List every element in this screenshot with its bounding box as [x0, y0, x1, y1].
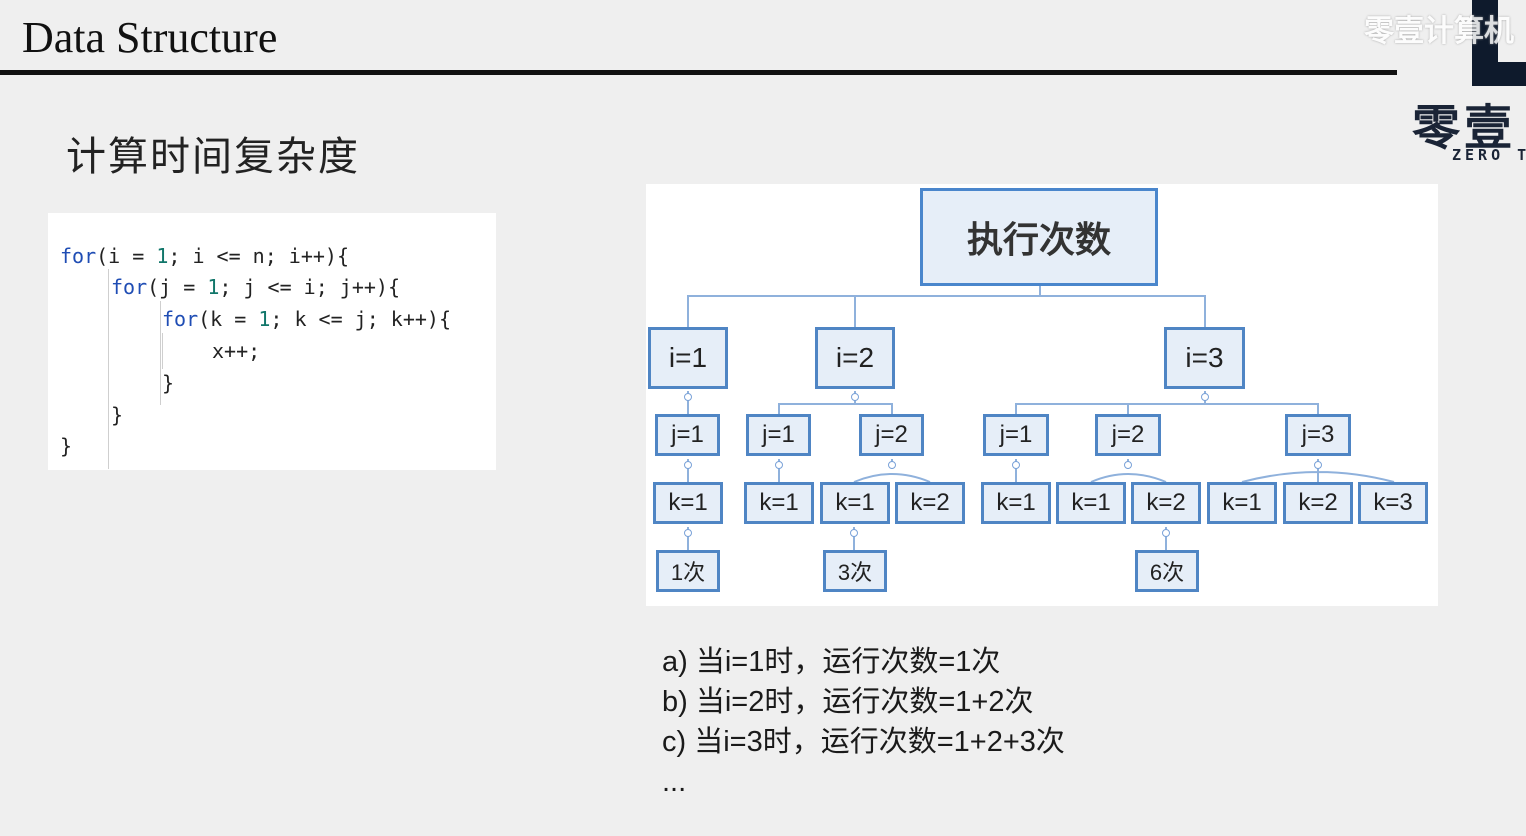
node-count: 3次 — [823, 550, 887, 592]
node-j: j=1 — [983, 414, 1049, 456]
node-i-2: i=2 — [815, 327, 895, 389]
node-count: 6次 — [1135, 550, 1199, 592]
code-line-1: for(i = 1; i <= n; i++){ — [60, 244, 350, 268]
root-node: 执行次数 — [920, 188, 1158, 286]
node-k: k=3 — [1358, 482, 1428, 524]
collapse-icon — [1314, 461, 1322, 469]
collapse-icon — [684, 461, 692, 469]
collapse-icon — [851, 393, 859, 401]
node-k: k=1 — [653, 482, 723, 524]
collapse-icon — [684, 529, 692, 537]
collapse-icon — [684, 393, 692, 401]
collapse-icon — [1012, 461, 1020, 469]
node-k: k=1 — [1056, 482, 1126, 524]
node-k: k=1 — [744, 482, 814, 524]
node-k: k=2 — [895, 482, 965, 524]
collapse-icon — [850, 529, 858, 537]
logo-en-text: ZERO T — [1452, 146, 1526, 164]
title-divider — [0, 70, 1397, 75]
indent-guide — [108, 269, 109, 469]
logo-watermark: 零壹计算机 — [1364, 15, 1514, 48]
node-i-1: i=1 — [648, 327, 728, 389]
collapse-icon — [775, 461, 783, 469]
code-line-7: } — [60, 434, 73, 458]
collapse-icon — [888, 461, 896, 469]
explanation-notes: a) 当i=1时，运行次数=1次 b) 当i=2时，运行次数=1+2次 c) 当… — [662, 642, 1065, 802]
note-line-a: a) 当i=1时，运行次数=1次 — [662, 646, 1001, 678]
code-line-5: } — [162, 371, 175, 395]
execution-tree-diagram: 执行次数 i=1 i=2 i=3 j=1 j=1 j=2 j=1 j=2 j=3… — [646, 184, 1438, 606]
note-line-b: b) 当i=2时，运行次数=1+2次 — [662, 686, 1034, 718]
collapse-icon — [1162, 529, 1170, 537]
node-j: j=1 — [746, 414, 811, 456]
code-line-4: x++; — [212, 339, 261, 363]
logo-cn-text: 零壹 — [1412, 102, 1517, 155]
indent-guide — [162, 333, 163, 369]
node-j: j=1 — [655, 414, 720, 456]
node-k: k=2 — [1283, 482, 1353, 524]
node-j: j=2 — [859, 414, 924, 456]
brand-logo: 零壹计算机 零壹 ZERO T — [1364, 0, 1526, 170]
node-k: k=1 — [981, 482, 1051, 524]
node-j: j=3 — [1285, 414, 1351, 456]
code-block: for(i = 1; i <= n; i++){ for(j = 1; j <=… — [48, 213, 496, 470]
collapse-icon — [1201, 393, 1209, 401]
collapse-icon — [1124, 461, 1132, 469]
code-line-3: for(k = 1; k <= j; k++){ — [162, 307, 452, 331]
logo-mark-horizontal — [1472, 62, 1526, 86]
indent-guide — [160, 301, 161, 405]
node-k: k=1 — [820, 482, 890, 524]
node-k: k=1 — [1207, 482, 1277, 524]
section-subtitle: 计算时间复杂度 — [66, 135, 360, 179]
code-line-2: for(j = 1; j <= i; j++){ — [111, 275, 401, 299]
note-line-c: c) 当i=3时，运行次数=1+2+3次 — [662, 726, 1065, 758]
slide-title: Data Structure — [22, 13, 278, 62]
code-line-6: } — [111, 403, 124, 427]
node-i-3: i=3 — [1164, 327, 1245, 389]
note-ellipsis: ... — [662, 766, 687, 798]
node-count: 1次 — [656, 550, 720, 592]
node-k: k=2 — [1131, 482, 1201, 524]
node-j: j=2 — [1095, 414, 1161, 456]
